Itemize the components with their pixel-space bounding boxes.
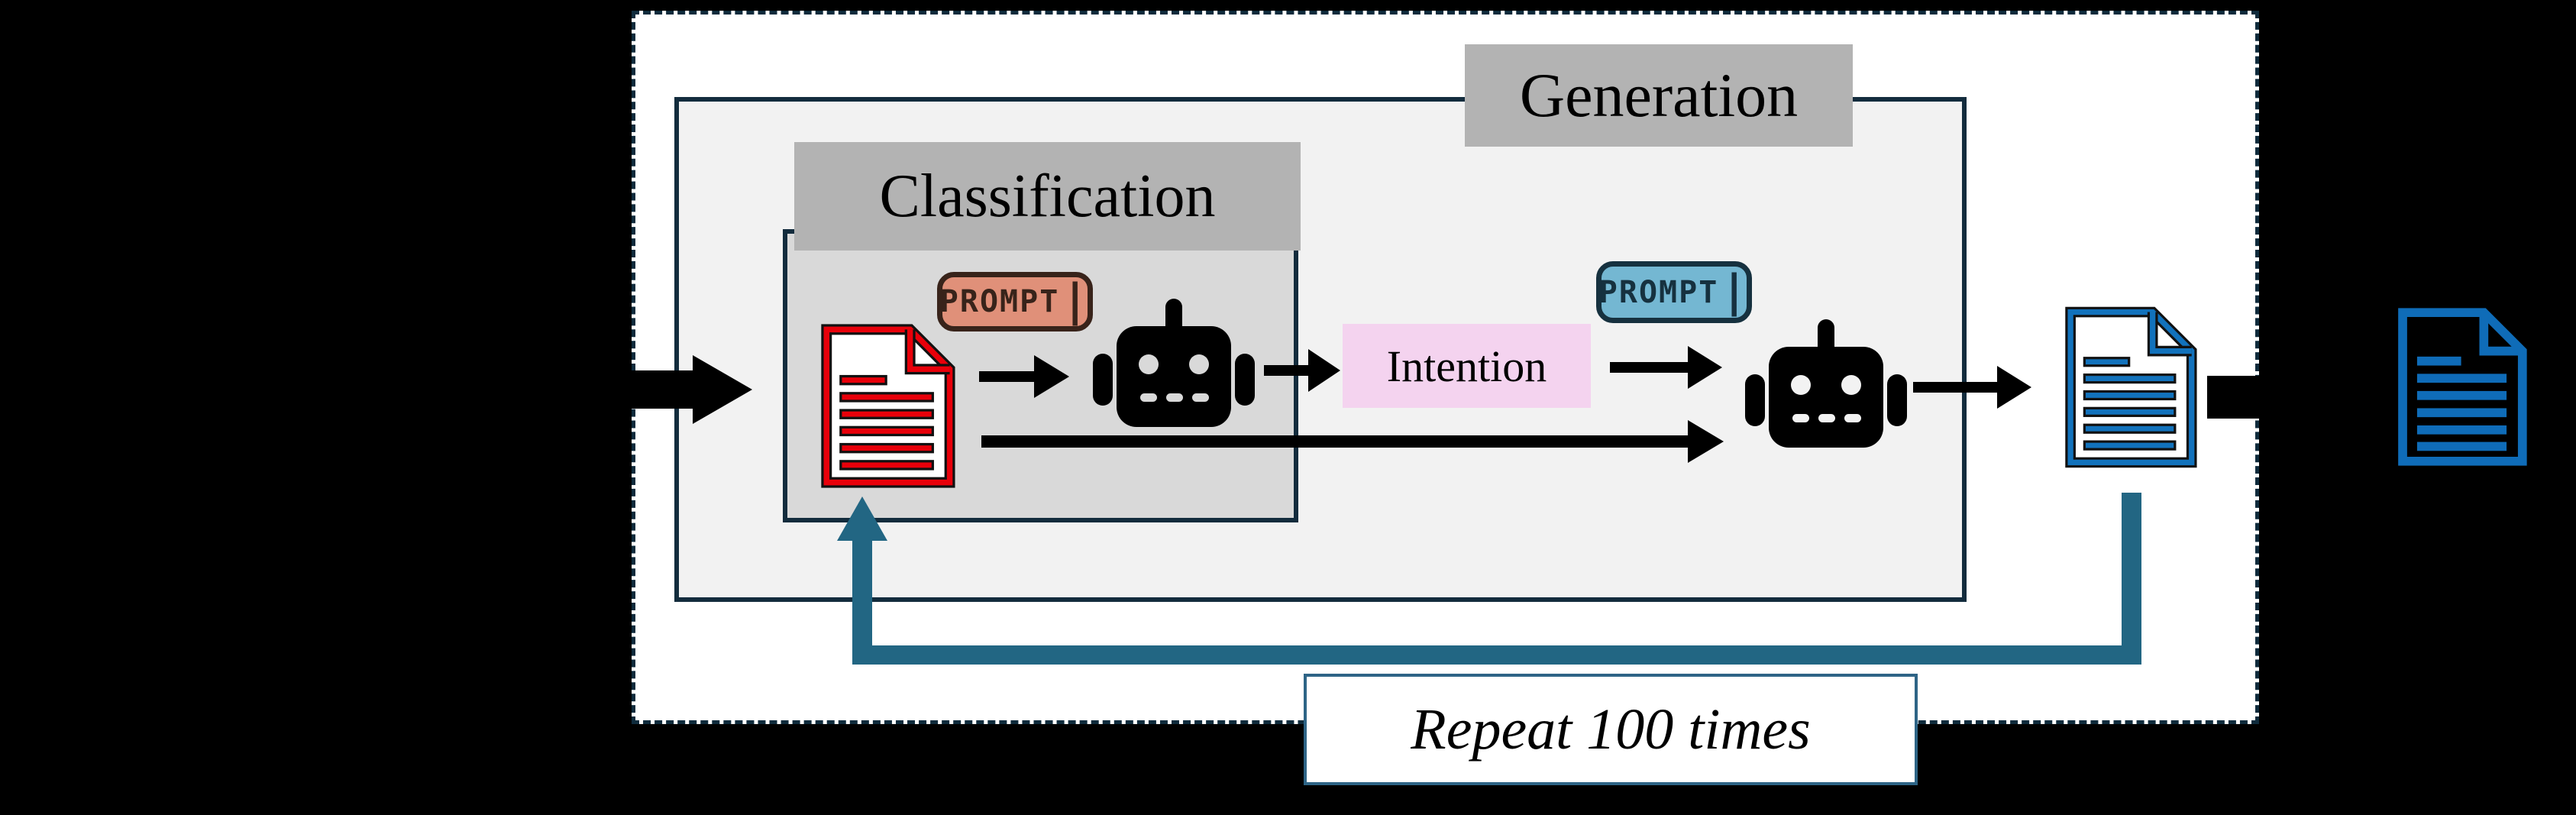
classification-robot-icon [1093,299,1255,427]
repeat-label: Repeat 100 times [1411,697,1811,762]
input-document-icon [821,324,955,488]
intention-box: Intention [1343,324,1591,408]
input-arrow-icon [500,355,752,424]
arrow-doc-to-generator-icon [981,420,1724,463]
repeat-counter-box: Repeat 100 times [1304,674,1918,785]
prompt-text: PROMPT [1598,274,1719,310]
arrow-generator-to-document-icon [1913,366,2031,409]
final-document-icon [2398,308,2527,466]
generation-robot-icon [1745,319,1907,448]
classification-prompt-badge: PROMPT | [937,272,1093,331]
output-arrow-icon [2207,357,2366,434]
generation-prompt-badge: PROMPT | [1596,261,1752,323]
arrow-classifier-to-intention-icon [1264,349,1340,392]
intention-label: Intention [1386,341,1547,391]
classification-label: Classification [879,162,1216,230]
classification-label-box: Classification [794,142,1301,251]
generation-label-box: Generation [1465,44,1853,147]
arrow-intention-to-generator-icon [1610,346,1722,389]
generated-document-icon [2065,306,2197,468]
arrow-doc-to-classifier-icon [979,355,1069,398]
feedback-loop-arrow-icon [837,493,2141,665]
prompt-text: PROMPT [939,284,1060,319]
generation-label: Generation [1519,60,1799,130]
